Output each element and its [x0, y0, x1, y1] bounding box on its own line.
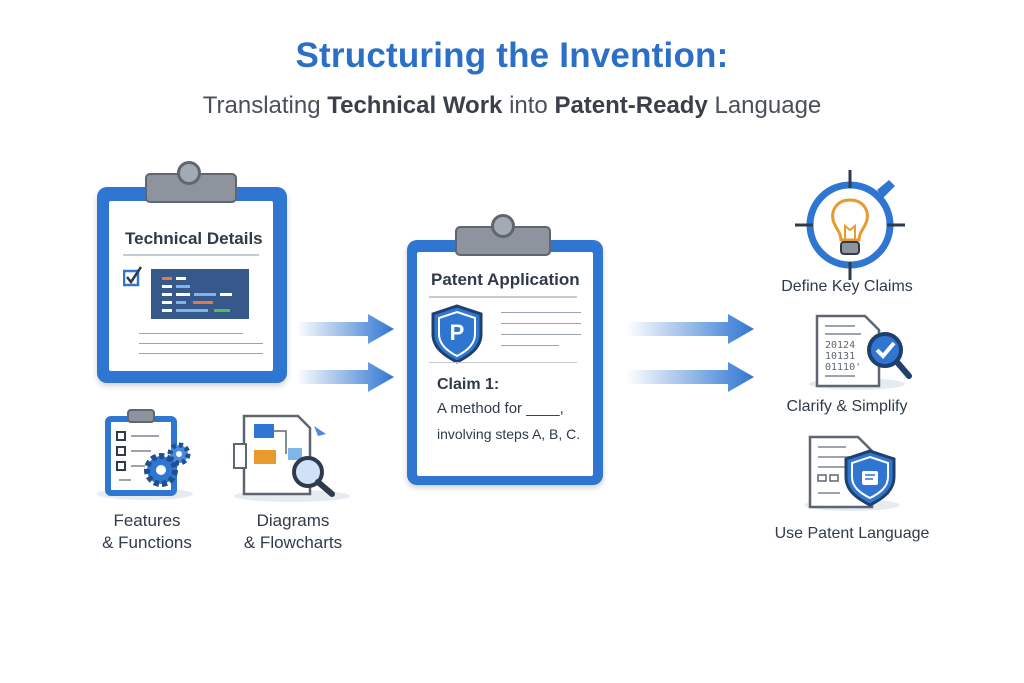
binary-line: 01110': [825, 362, 861, 373]
text-line: [501, 345, 559, 346]
step-label: Clarify & Simplify: [737, 398, 957, 416]
features-functions-label: Features& Functions: [87, 510, 207, 554]
clipboard-ring: [491, 214, 515, 238]
page-subtitle: Translating Technical Work into Patent-R…: [0, 92, 1024, 120]
technical-details-title: Technical Details: [125, 229, 263, 249]
binary-line: 10131: [825, 351, 855, 362]
label-line: Features: [87, 510, 207, 532]
clipboard-paper: Technical Details: [109, 201, 273, 371]
lightbulb-target-icon: [795, 170, 905, 280]
step-label: Define Key Claims: [737, 278, 957, 296]
arrow-right-icon: [296, 362, 394, 392]
subtitle-text: Translating: [203, 92, 328, 119]
step-label: Use Patent Language: [742, 525, 962, 543]
arrow-right-icon: [626, 314, 754, 344]
page-title: Structuring the Invention:: [0, 36, 1024, 76]
arrow-right-icon: [296, 314, 394, 344]
code-screen-icon: [123, 265, 263, 325]
divider: [429, 362, 577, 363]
text-line: [139, 333, 243, 334]
label-line: & Functions: [87, 532, 207, 554]
claim-line: involving steps A, B, C.: [437, 426, 580, 442]
patent-badge: P: [447, 320, 467, 346]
arrow-right-icon: [626, 362, 754, 392]
text-line: [139, 343, 263, 344]
patent-application-clipboard: Patent Application P Claim 1: A method f…: [407, 240, 603, 485]
text-line: [501, 334, 581, 335]
text-line: [139, 353, 263, 354]
claim-line: A method for ____,: [437, 400, 564, 417]
subtitle-bold: Patent-Ready: [554, 92, 707, 119]
arrows-to-application: [296, 312, 396, 394]
arrows-to-steps: [626, 312, 756, 394]
diagrams-flowcharts-label: Diagrams& Flowcharts: [228, 510, 358, 554]
document-magnifier-check-icon: 20124 10131 01110': [805, 312, 915, 392]
divider: [429, 296, 577, 298]
text-line: [501, 323, 581, 324]
document-shield-icon: [800, 433, 910, 513]
diagram-magnifier-icon: [228, 408, 356, 504]
subtitle-text: Language: [708, 92, 821, 119]
clipboard-ring: [177, 161, 201, 185]
subtitle-bold: Technical Work: [327, 92, 502, 119]
clipboard-paper: Patent Application P Claim 1: A method f…: [417, 252, 593, 476]
label-line: & Flowcharts: [228, 532, 358, 554]
technical-details-clipboard: Technical Details: [97, 187, 287, 383]
subtitle-text: into: [502, 92, 554, 119]
binary-line: 20124: [825, 340, 855, 351]
text-line: [501, 312, 581, 313]
checklist-gears-icon: [95, 402, 200, 502]
label-line: Diagrams: [228, 510, 358, 532]
claim-heading: Claim 1:: [437, 376, 499, 394]
patent-application-title: Patent Application: [431, 270, 580, 290]
divider: [123, 254, 259, 256]
